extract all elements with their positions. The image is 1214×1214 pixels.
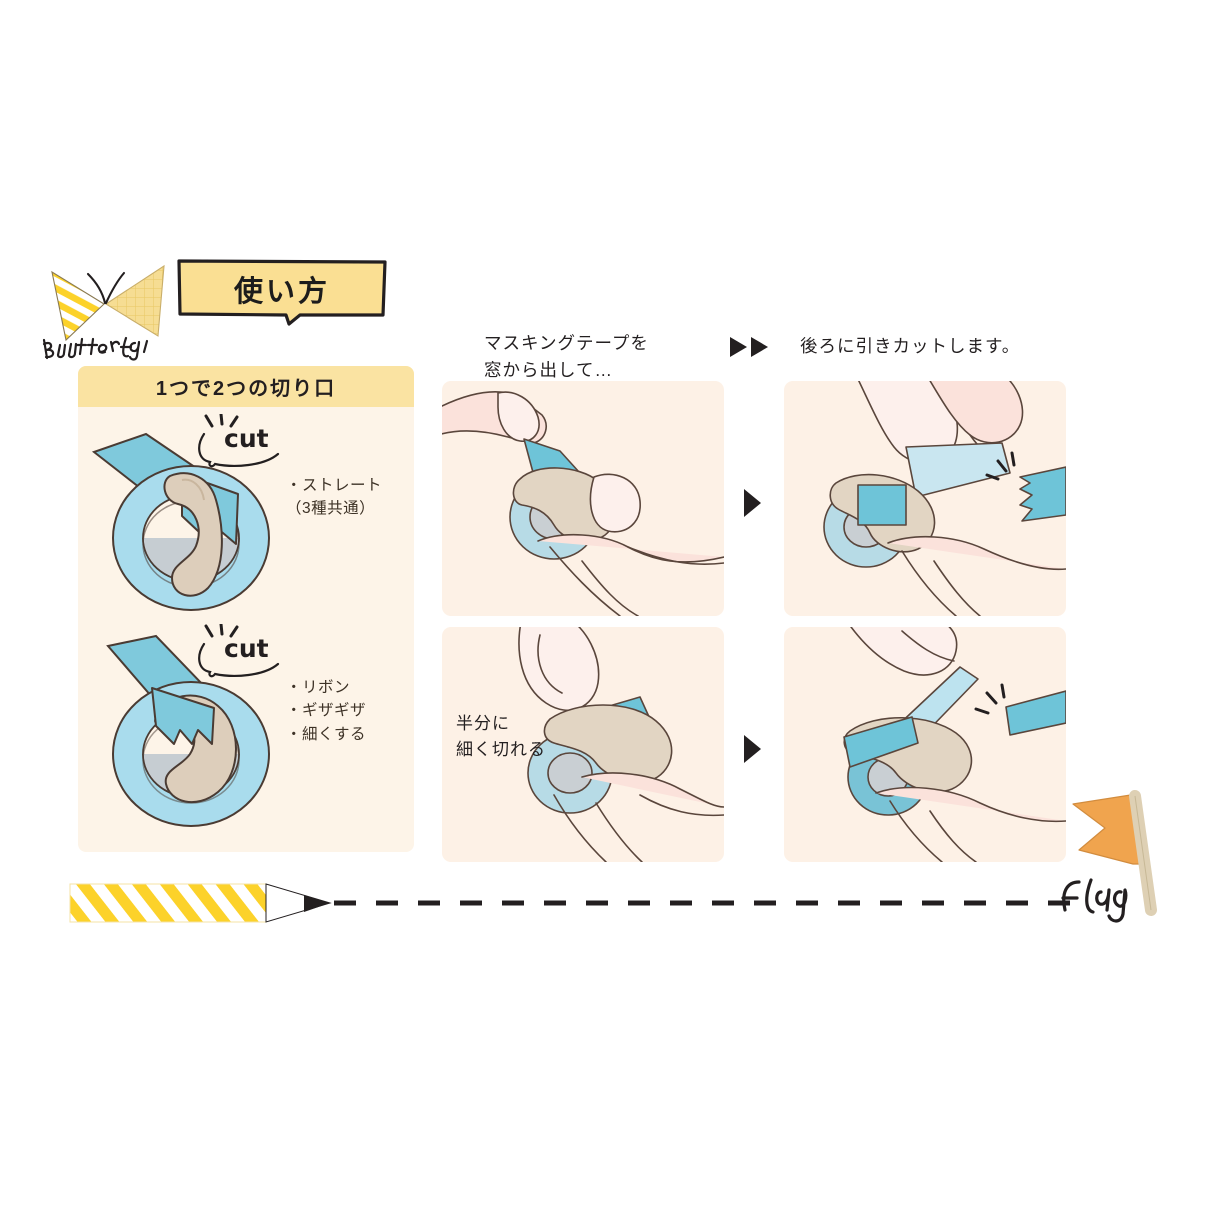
step-heading-left-line1: マスキングテープを [484, 333, 649, 353]
speech-bubble-shape [177, 259, 387, 326]
feature-decorative: cut ・リボン ・ギザギザ ・細くする [78, 622, 414, 839]
photo-note-line2: 細く切れる [456, 740, 546, 760]
usage-speech-bubble: 使い方 [176, 258, 388, 326]
brand-logo [36, 252, 186, 370]
right-triangle-icon [740, 487, 764, 519]
feature-straight: cut ・ストレート （3種共通） [78, 412, 414, 629]
photo-pull-back-and-cut-zigzag [784, 381, 1066, 616]
tape-roll-straight-illustration [86, 416, 291, 626]
photo-pull-back-thin-strip [784, 627, 1066, 862]
bullet-item: ・リボン [286, 679, 351, 696]
cut-label-zigzag: cut [224, 634, 269, 663]
dashed-line-icon [332, 893, 1072, 913]
bullet-item: ・細くする [286, 725, 367, 743]
orange-pennant-flag-icon: Flag [1053, 788, 1183, 934]
bullet-item: ・ギザギザ [286, 702, 367, 720]
usage-label: 使い方 [233, 276, 330, 308]
cut-callout-zigzag: cut [188, 622, 308, 686]
step-heading-left-line2: 窓から出して… [484, 360, 613, 381]
cut-label-straight: cut [224, 424, 269, 453]
bullet-item: （3種共通） [286, 500, 376, 518]
step-heading-left: マスキングテープを 窓から出して… [484, 330, 649, 384]
striped-pencil-icon [68, 874, 333, 930]
photo-note-line1: 半分に [456, 714, 510, 733]
feature-straight-bullets: ・ストレート （3種共通） [286, 474, 414, 521]
double-right-triangle-icon [726, 334, 774, 360]
tape-roll-zigzag-illustration [86, 626, 291, 836]
photo-note-thin-cut: 半分に 細く切れる [456, 711, 546, 764]
bullet-item: ・ストレート [286, 477, 383, 494]
cut-callout-straight: cut [188, 412, 308, 476]
step-heading-right: 後ろに引きカットします。 [800, 336, 1021, 356]
right-triangle-icon [740, 733, 764, 765]
feature-panel-heading: 1つで2つの切り口 [78, 366, 414, 407]
butterfly-flag-icon [42, 264, 165, 361]
photo-pull-tape-from-window [442, 381, 724, 616]
feature-panel: 1つで2つの切り口 [78, 366, 414, 852]
feature-decorative-bullets: ・リボン ・ギザギザ ・細くする [286, 676, 414, 746]
photo-cut-thin-half: 半分に 細く切れる [442, 627, 724, 862]
